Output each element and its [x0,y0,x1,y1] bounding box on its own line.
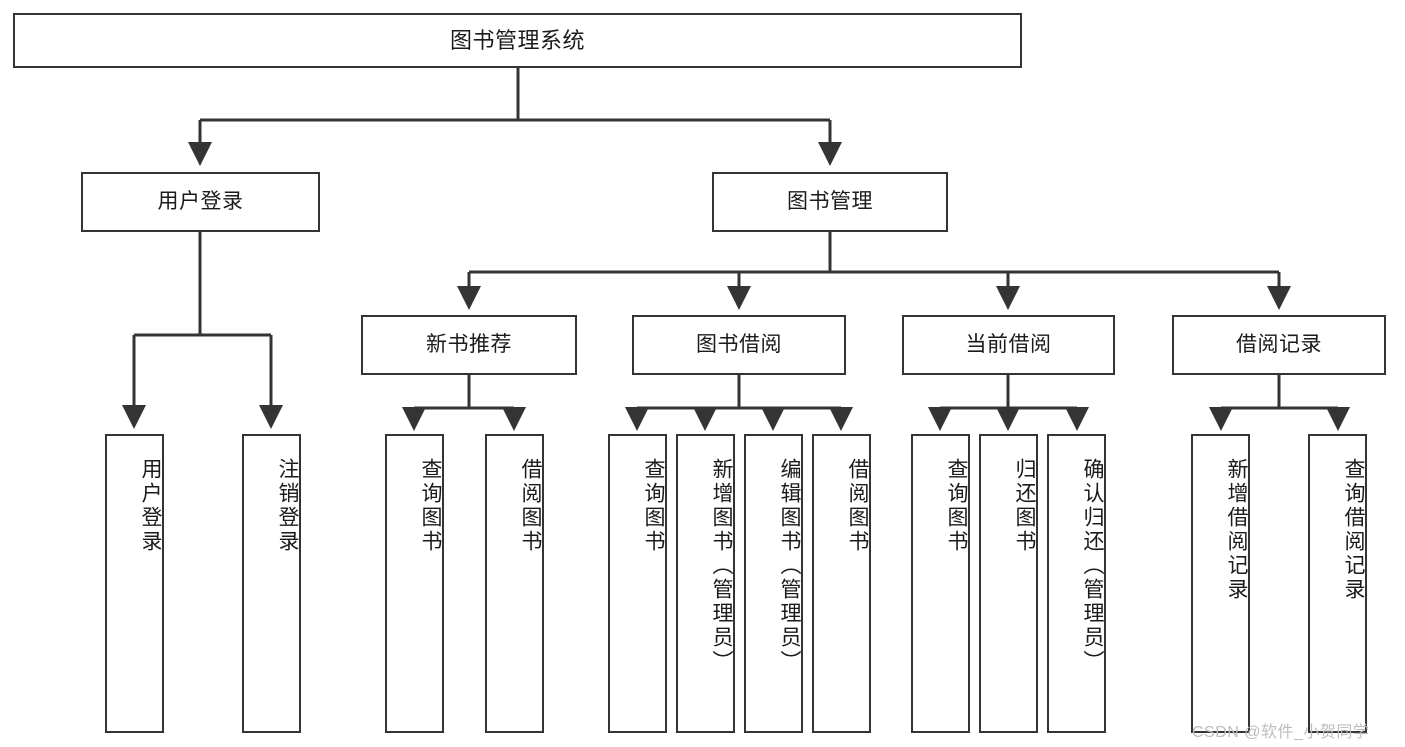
node-leaf-add-book-label: 新增图书（管理员） [710,458,733,674]
node-leaf-logout-label: 注销登录 [276,458,299,554]
node-leaf-edit-book-label: 编辑图书（管理员） [778,458,801,674]
node-book-manage-label: 图书管理 [787,189,873,213]
node-leaf-user-login-label: 用户登录 [139,458,162,554]
node-leaf-return-book-label: 归还图书 [1013,458,1036,554]
node-book-manage[interactable]: 图书管理 [712,172,948,232]
node-leaf-add-record-label: 新增借阅记录 [1225,458,1248,602]
node-leaf-confirm-return-label: 确认归还（管理员） [1081,458,1104,674]
node-leaf-logout[interactable]: 注销登录 [242,434,301,733]
node-user-login[interactable]: 用户登录 [81,172,320,232]
node-leaf-add-record[interactable]: 新增借阅记录 [1191,434,1250,733]
node-book-borrow-label: 图书借阅 [696,332,782,356]
node-leaf-query-book-1-label: 查询图书 [419,458,442,554]
node-user-login-label: 用户登录 [157,189,244,213]
node-borrow-record[interactable]: 借阅记录 [1172,315,1386,375]
node-leaf-edit-book[interactable]: 编辑图书（管理员） [744,434,803,733]
node-current-borrow[interactable]: 当前借阅 [902,315,1115,375]
node-root[interactable]: 图书管理系统 [13,13,1022,68]
node-leaf-borrow-book-2-label: 借阅图书 [846,458,869,554]
node-leaf-query-record[interactable]: 查询借阅记录 [1308,434,1367,733]
node-leaf-borrow-book-1[interactable]: 借阅图书 [485,434,544,733]
node-leaf-borrow-book-1-label: 借阅图书 [519,458,542,554]
node-root-label: 图书管理系统 [449,27,585,53]
node-leaf-borrow-book-2[interactable]: 借阅图书 [812,434,871,733]
csdn-watermark: CSDN @软件_小贺同学 [1192,724,1370,741]
node-leaf-query-book-2-label: 查询图书 [642,458,665,554]
node-leaf-query-book-1[interactable]: 查询图书 [385,434,444,733]
node-leaf-return-book[interactable]: 归还图书 [979,434,1038,733]
node-leaf-query-book-2[interactable]: 查询图书 [608,434,667,733]
node-leaf-user-login[interactable]: 用户登录 [105,434,164,733]
node-leaf-query-record-label: 查询借阅记录 [1342,458,1365,602]
node-borrow-record-label: 借阅记录 [1236,332,1322,356]
node-leaf-query-book-3-label: 查询图书 [945,458,968,554]
node-new-book-rec[interactable]: 新书推荐 [361,315,577,375]
node-current-borrow-label: 当前借阅 [965,332,1052,356]
node-leaf-add-book[interactable]: 新增图书（管理员） [676,434,735,733]
node-leaf-confirm-return[interactable]: 确认归还（管理员） [1047,434,1106,733]
node-new-book-rec-label: 新书推荐 [426,332,512,356]
node-book-borrow[interactable]: 图书借阅 [632,315,846,375]
node-leaf-query-book-3[interactable]: 查询图书 [911,434,970,733]
